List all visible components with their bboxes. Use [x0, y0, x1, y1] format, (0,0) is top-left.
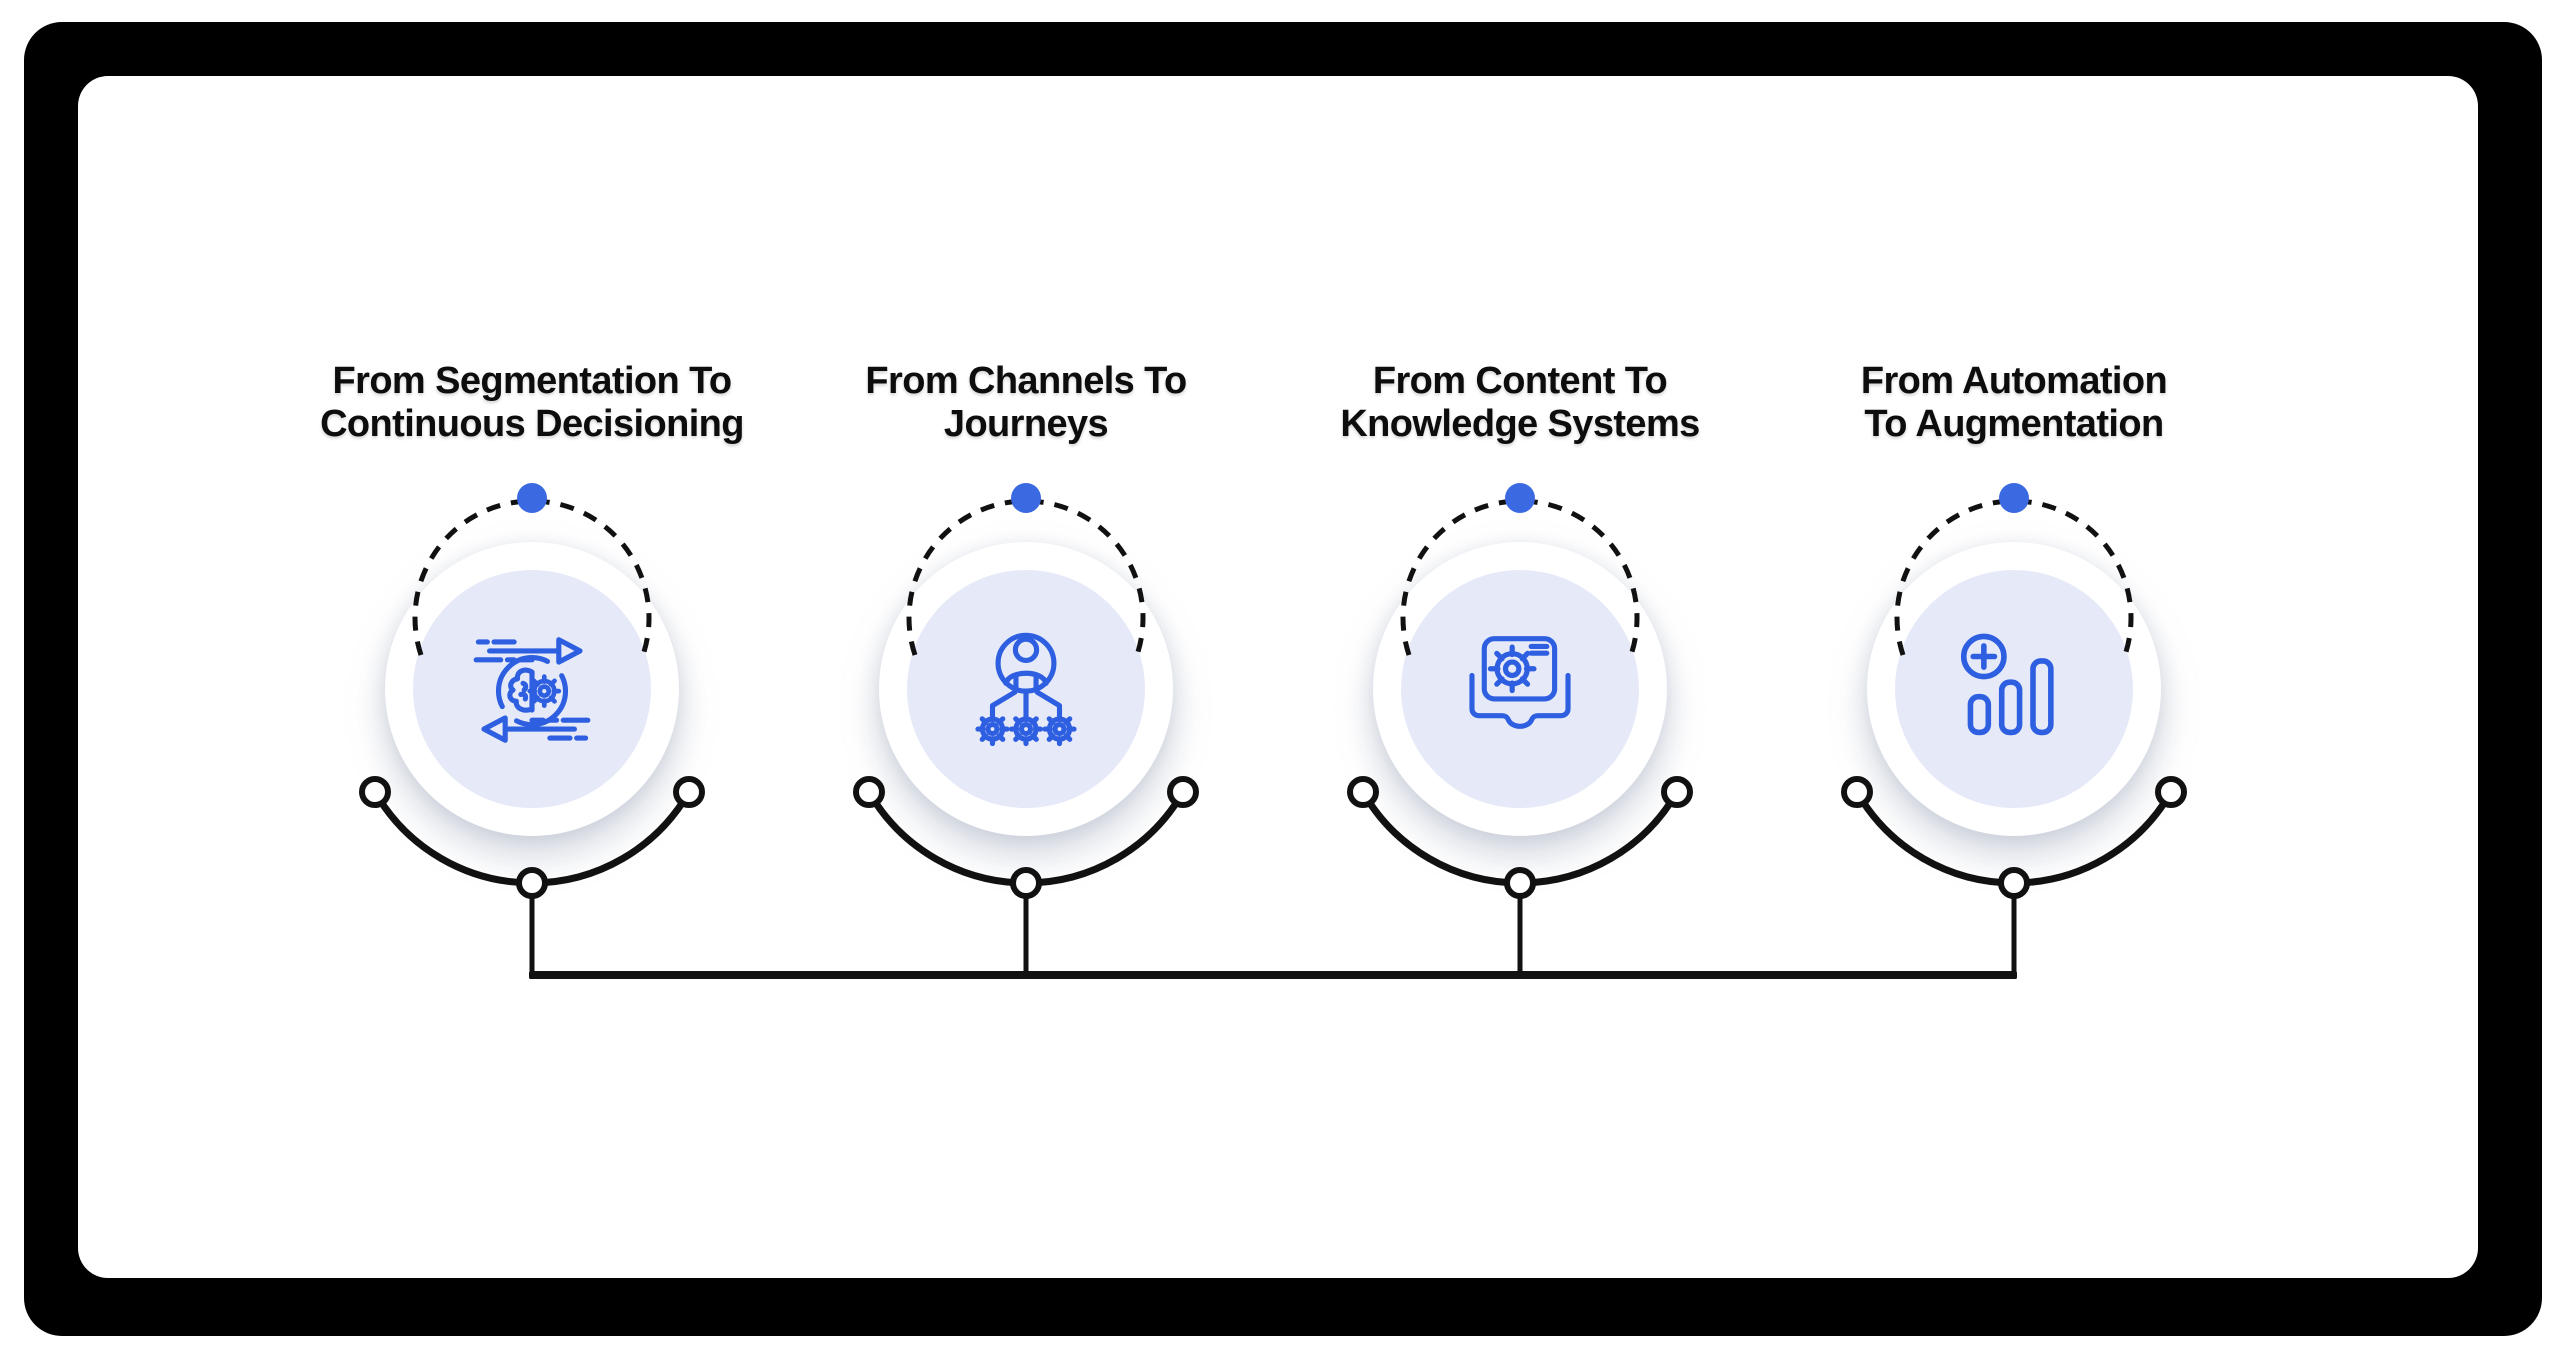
step-title: From Channels To Journeys — [865, 360, 1187, 445]
step-node-channels: From Channels To Journeys — [779, 352, 1273, 984]
step-title: From Content To Knowledge Systems — [1340, 360, 1700, 445]
step-node-segmentation: From Segmentation To Continuous Decision… — [285, 352, 779, 984]
screen-gear-tray-icon — [1469, 636, 1571, 729]
step-node-content: From Content To Knowledge Systems — [1273, 352, 1767, 984]
connector-baseline — [529, 971, 2017, 979]
step-title: From Automation To Augmentation — [1860, 360, 2168, 445]
plus-bar-chart-icon — [1960, 633, 2054, 736]
step-node-automation: From Automation To Augmentation — [1767, 352, 2261, 984]
step-title: From Segmentation To Continuous Decision… — [320, 360, 744, 445]
brain-gear-cycle-icon — [473, 637, 591, 743]
person-gears-icon — [959, 632, 1093, 757]
